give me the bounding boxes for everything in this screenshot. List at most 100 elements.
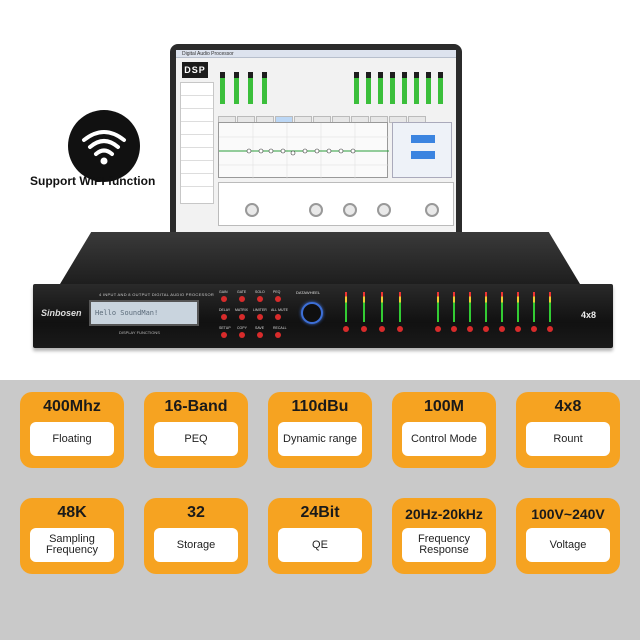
feature-card: 48K Sampling Frequency — [20, 498, 124, 574]
input-vu-meter — [381, 292, 383, 322]
list-item[interactable] — [181, 122, 213, 135]
feature-value: 100M — [423, 398, 465, 415]
save-button[interactable] — [257, 332, 263, 338]
feature-card: 20Hz-20kHz Frequency Response — [392, 498, 496, 574]
setup-button[interactable] — [221, 332, 227, 338]
input-c-button[interactable] — [379, 326, 385, 332]
knob[interactable] — [377, 203, 391, 217]
peq-button[interactable] — [275, 296, 281, 302]
input-b-button[interactable] — [361, 326, 367, 332]
knob[interactable] — [245, 203, 259, 217]
button-label: LIMITER — [253, 308, 267, 312]
button-label: COPY — [237, 326, 247, 330]
function-buttons: GAIN GATE SOLO PEQ DELAY MATRIX LIMITER … — [217, 290, 297, 344]
lcd-display: Hello SoundMan! — [89, 300, 199, 326]
data-wheel-knob[interactable] — [301, 302, 323, 324]
output-4-button[interactable] — [483, 326, 489, 332]
feature-label: Control Mode — [410, 432, 478, 445]
output-vu-meter — [469, 292, 471, 322]
feature-value: 100V~240V — [531, 506, 605, 522]
feature-label: Sampling Frequency — [46, 533, 98, 556]
feature-card: 32 Storage — [144, 498, 248, 574]
software-titlebar: Digital Audio Processor — [176, 50, 456, 58]
list-item[interactable] — [181, 161, 213, 174]
recall-button[interactable] — [275, 332, 281, 338]
feature-label-box: Voltage — [526, 528, 610, 562]
feature-label-box: Rount — [526, 422, 610, 456]
matrix-button[interactable] — [239, 314, 245, 320]
level-meter — [426, 72, 431, 104]
input-meters — [218, 64, 276, 108]
device-list — [180, 82, 214, 204]
button-label: SETUP — [219, 326, 231, 330]
channel-button[interactable] — [411, 151, 435, 159]
input-channel-panel — [392, 122, 452, 178]
wifi-caption: Support WIFI function — [30, 174, 156, 188]
input-d-button[interactable] — [397, 326, 403, 332]
feature-grid: 400Mhz Floating 16-Band PEQ 110dBu Dynam… — [0, 380, 640, 640]
list-item[interactable] — [181, 148, 213, 161]
output-2-button[interactable] — [451, 326, 457, 332]
feature-label-box: Dynamic range — [278, 422, 362, 456]
output-vu-meter — [453, 292, 455, 322]
feature-label: Rount — [553, 432, 583, 445]
level-meter — [248, 72, 253, 104]
output-meters — [352, 64, 452, 108]
button-label: DELAY — [219, 308, 231, 312]
feature-label-box: Sampling Frequency — [30, 528, 114, 562]
output-3-button[interactable] — [467, 326, 473, 332]
output-1-button[interactable] — [435, 326, 441, 332]
gain-button[interactable] — [221, 296, 227, 302]
knob[interactable] — [343, 203, 357, 217]
output-vu-meter — [517, 292, 519, 322]
knob[interactable] — [425, 203, 439, 217]
feature-value: 20Hz-20kHz — [405, 506, 483, 522]
button-label: GATE — [237, 290, 247, 294]
feature-value: 4x8 — [554, 398, 582, 415]
feature-value: 16-Band — [164, 398, 228, 415]
feature-label-box: Storage — [154, 528, 238, 562]
output-7-button[interactable] — [531, 326, 537, 332]
feature-value: 32 — [187, 504, 205, 521]
button-label: RECALL — [273, 326, 287, 330]
filter-controls — [218, 182, 454, 226]
limiter-button[interactable] — [257, 314, 263, 320]
level-meter — [402, 72, 407, 104]
gate-button[interactable] — [239, 296, 245, 302]
output-vu-meter — [549, 292, 551, 322]
feature-card: 4x8 Rount — [516, 392, 620, 468]
button-label: PEQ — [273, 290, 281, 294]
knob-label: DATAWHEEL — [296, 290, 321, 295]
knob[interactable] — [309, 203, 323, 217]
input-a-button[interactable] — [343, 326, 349, 332]
list-item[interactable] — [181, 96, 213, 109]
level-meter — [234, 72, 239, 104]
input-vu-meter — [399, 292, 401, 322]
delay-button[interactable] — [221, 314, 227, 320]
copy-button[interactable] — [239, 332, 245, 338]
list-item[interactable] — [181, 135, 213, 148]
lcd-caption: DISPLAY FUNCTIONS — [119, 330, 160, 335]
lcd-text: Hello SoundMan! — [95, 309, 159, 317]
output-5-button[interactable] — [499, 326, 505, 332]
output-8-button[interactable] — [547, 326, 553, 332]
level-meter — [378, 72, 383, 104]
list-item[interactable] — [181, 109, 213, 122]
output-6-button[interactable] — [515, 326, 521, 332]
peq-graph[interactable] — [218, 122, 389, 179]
level-meter — [366, 72, 371, 104]
input-vu-meter — [363, 292, 365, 322]
product-showcase: Support WIFI function Digital Audio Proc… — [30, 44, 613, 348]
device-info-panel — [280, 66, 348, 106]
list-item[interactable] — [181, 174, 213, 187]
solo-button[interactable] — [257, 296, 263, 302]
channel-button[interactable] — [411, 135, 435, 143]
level-meter — [220, 72, 225, 104]
all-mute-button[interactable] — [275, 314, 281, 320]
feature-label: Dynamic range — [283, 432, 357, 445]
level-meter — [438, 72, 443, 104]
list-item[interactable] — [181, 83, 213, 96]
rack-top-cover — [60, 232, 580, 284]
device-subtitle: 4 INPUT AND 8 OUTPUT DIGITAL AUDIO PROCE… — [99, 292, 215, 297]
feature-label-box: Floating — [30, 422, 114, 456]
